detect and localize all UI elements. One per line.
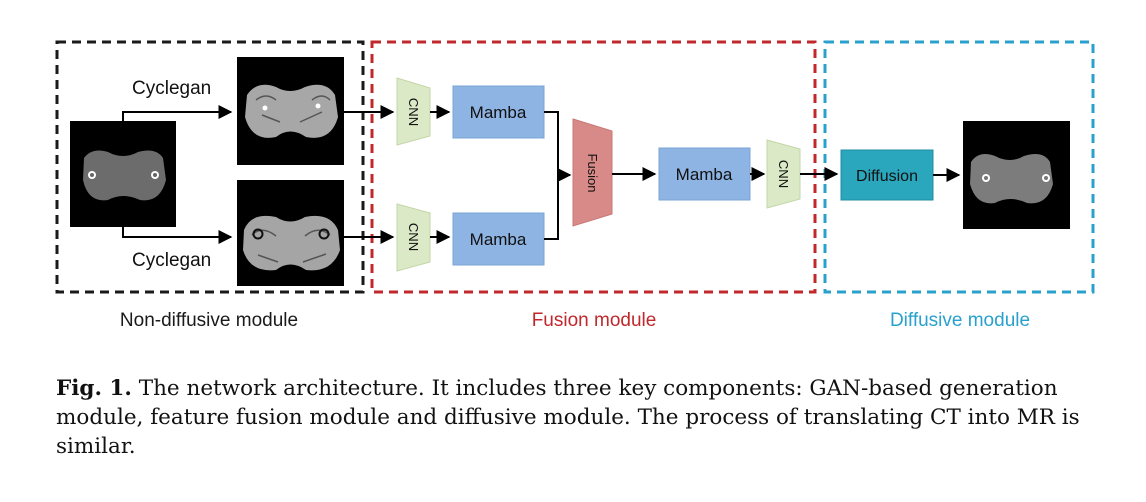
- diffusion-block: [840, 149, 934, 201]
- figure-caption: Fig. 1. The network architecture. It inc…: [56, 374, 1096, 461]
- cnn-block-right: [766, 139, 801, 209]
- fusion-module-frame: [370, 40, 817, 294]
- mamba-label-top: Mamba: [470, 103, 527, 122]
- mamba-block-top: [452, 85, 545, 139]
- architecture-diagram: Cyclegan Cyclegan CNN CNN Mamba Mamba Fu…: [55, 40, 1095, 331]
- edge-mamba-top-merge: [544, 111, 559, 240]
- fusion-label: Fusion: [585, 153, 600, 192]
- output-image: [963, 121, 1070, 229]
- cyclegan-label-bottom: Cyclegan: [132, 250, 211, 271]
- diffusion-label: Diffusion: [856, 168, 918, 185]
- cnn-block-bottom: [396, 203, 431, 272]
- mamba-block-right: [658, 147, 751, 201]
- synthetic-mr-image-top: [237, 57, 344, 165]
- diffusive-module-title: Diffusive module: [890, 310, 1030, 331]
- cnn-label-right: CNN: [776, 160, 791, 188]
- cnn-block-top: [396, 77, 431, 146]
- non-diffusive-module-title: Non-diffusive module: [120, 310, 298, 331]
- input-ct-image: [70, 121, 176, 227]
- mamba-label-bottom: Mamba: [470, 230, 527, 249]
- diffusive-module-frame: [823, 40, 1095, 294]
- non-diffusive-module-frame: [55, 40, 365, 294]
- fusion-module-title: Fusion module: [532, 310, 657, 331]
- mamba-label-right: Mamba: [676, 165, 733, 184]
- caption-text: The network architecture. It includes th…: [56, 376, 1080, 459]
- synthetic-mr-image-bottom: [237, 180, 344, 286]
- cnn-label-top: CNN: [406, 98, 421, 126]
- cnn-label-bottom: CNN: [406, 223, 421, 251]
- figure-label: Fig. 1.: [56, 376, 132, 401]
- mamba-block-bottom: [452, 212, 545, 266]
- edge-input-to-bottom: [122, 227, 233, 244]
- fusion-block: [572, 118, 613, 227]
- cyclegan-label-top: Cyclegan: [132, 78, 211, 99]
- edge-input-to-top: [122, 105, 233, 121]
